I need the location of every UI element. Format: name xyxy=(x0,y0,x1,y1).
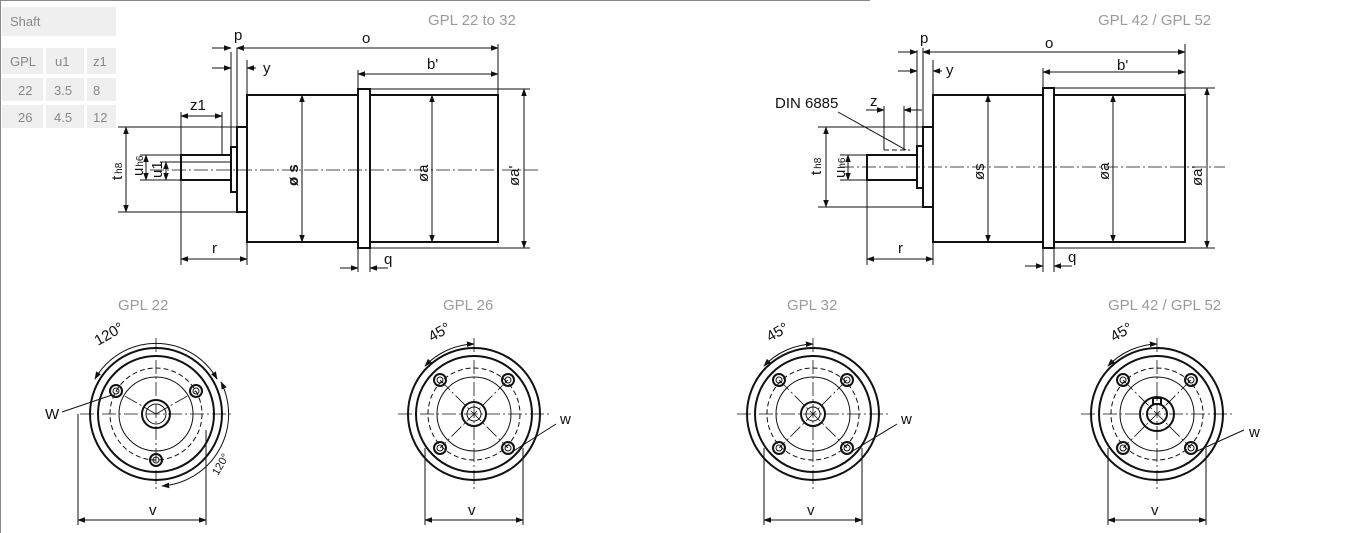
dim-a-label: øa xyxy=(415,164,432,182)
front-view-title: GPL 42 / GPL 52 xyxy=(1108,297,1221,314)
dim-s-label: ø s xyxy=(285,164,302,186)
dim-a-label: øa xyxy=(1096,162,1113,180)
dim-y-label: y xyxy=(263,60,271,77)
dim-w-label: W xyxy=(45,406,60,423)
angle-45-label: 45° xyxy=(426,319,454,345)
front-view-gpl-32: GPL 32 45° w v xyxy=(737,297,912,525)
shaft-table-title: Shaft xyxy=(10,14,41,29)
shaft-table-cell: 8 xyxy=(93,83,100,98)
shaft-table-cell: 12 xyxy=(93,110,107,125)
front-view-title: GPL 32 xyxy=(787,297,837,314)
dim-a-prime-label: øa' xyxy=(1189,165,1206,186)
din-6885-label: DIN 6885 xyxy=(775,95,838,112)
dim-u-text: u xyxy=(832,170,849,178)
dim-u1-label: u1 xyxy=(149,161,166,178)
dim-w-label: w xyxy=(559,411,571,428)
dim-v-label: v xyxy=(1151,502,1159,519)
front-view-gpl-26: GPL 26 45° w v xyxy=(398,297,571,525)
dim-q-label: q xyxy=(384,251,392,268)
angle-120-label: 120° xyxy=(210,452,232,478)
dim-s-label: øs xyxy=(971,163,988,180)
dim-t-label: th8 xyxy=(109,162,126,180)
shaft-table-header-gpl: GPL xyxy=(10,54,36,69)
dim-o-label: o xyxy=(1045,35,1053,52)
dim-p-label: p xyxy=(234,27,242,44)
front-view-gpl-22: GPL 22 120° 120° W v xyxy=(45,297,232,525)
dim-t-text: t xyxy=(808,170,825,175)
angle-45-label: 45° xyxy=(1108,319,1136,345)
shaft-table-cell: 3.5 xyxy=(54,83,72,98)
dim-t-sub: h8 xyxy=(813,157,824,169)
dim-t-sub: h8 xyxy=(114,162,125,174)
dim-v-label: v xyxy=(807,502,815,519)
shaft-table-cell: 4.5 xyxy=(54,110,72,125)
dim-u-label: uh6 xyxy=(832,157,849,178)
shaft-table-cell: 22 xyxy=(18,83,32,98)
dim-v-label: v xyxy=(149,502,157,519)
dim-q-label: q xyxy=(1068,249,1076,266)
dim-p-label: p xyxy=(920,30,928,47)
dim-u-text: u xyxy=(130,168,147,176)
angle-45-label: 45° xyxy=(764,319,792,345)
dim-w-label: w xyxy=(1248,424,1260,441)
dim-b-label: b' xyxy=(1117,57,1128,74)
shaft-table: Shaft GPL u1 z1 22 3.5 8 26 4.5 12 xyxy=(2,7,116,128)
dim-t-text: t xyxy=(109,175,126,180)
dim-u-sub: h6 xyxy=(135,155,146,167)
dim-o-label: o xyxy=(362,30,370,47)
angle-120-label: 120° xyxy=(92,319,127,349)
dim-z1-label: z1 xyxy=(190,97,206,114)
dim-z-label: z xyxy=(870,93,878,110)
front-view-title: GPL 26 xyxy=(443,297,493,314)
dim-a-prime-label: øa' xyxy=(506,165,523,186)
dim-u-sub: h6 xyxy=(837,157,848,169)
dim-w-label: w xyxy=(900,411,912,428)
side-view-gpl-42-52: GPL 42 / GPL 52 xyxy=(775,12,1225,272)
shaft-table-header-u1: u1 xyxy=(55,54,69,69)
dim-v-label: v xyxy=(468,502,476,519)
side-view-gpl-22-32: GPL 22 to 32 xyxy=(109,12,540,272)
dim-b-label: b' xyxy=(427,56,438,73)
dim-u-label: uh6 xyxy=(130,155,147,176)
front-view-title: GPL 22 xyxy=(118,297,168,314)
side-view-title: GPL 42 / GPL 52 xyxy=(1098,12,1211,29)
dim-r-label: r xyxy=(212,240,217,257)
side-view-title: GPL 22 to 32 xyxy=(428,12,516,29)
dim-r-label: r xyxy=(898,240,903,257)
front-view-gpl-42-52: GPL 42 / GPL 52 45° w v xyxy=(1081,297,1260,525)
shaft-table-header-z1: z1 xyxy=(93,54,107,69)
shaft-table-cell: 26 xyxy=(18,110,32,125)
dim-y-label: y xyxy=(946,62,954,79)
dim-t-label: th8 xyxy=(808,157,825,175)
